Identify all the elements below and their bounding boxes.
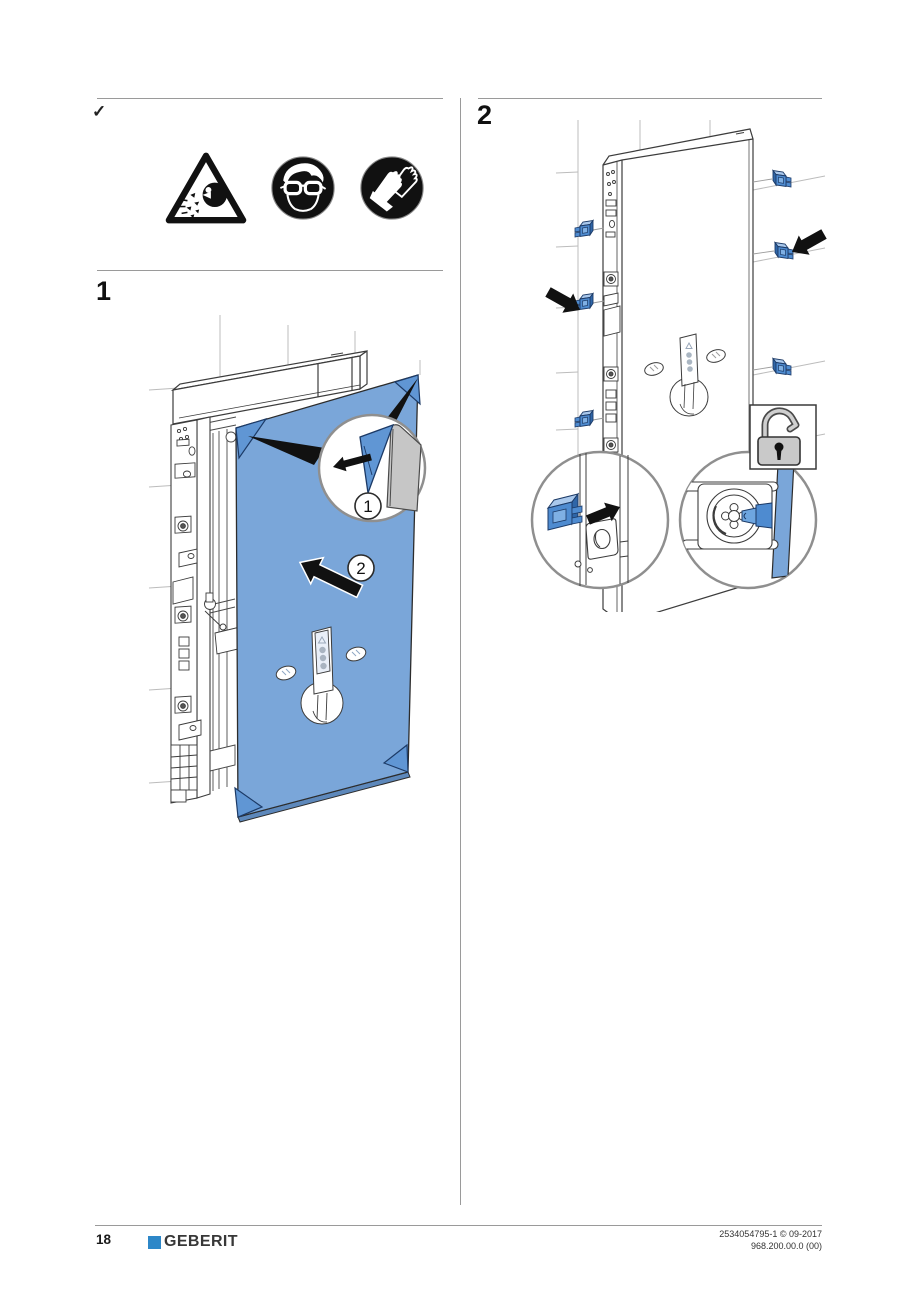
clip-large <box>546 492 583 531</box>
detail-circle-corner: 1 <box>317 413 427 523</box>
geberit-logo-text: GEBERIT <box>164 1233 238 1250</box>
insert-clip-arrow-right <box>792 229 827 255</box>
callout-number-1: 1 <box>363 497 372 516</box>
actuator-strip <box>314 629 331 675</box>
detail-circle-lock-mechanism <box>678 450 818 590</box>
callout-wedge-left <box>248 436 325 465</box>
clips <box>574 170 794 428</box>
mount-panel-arrow <box>298 556 364 599</box>
step-1-label: 1 <box>96 276 112 306</box>
frame-left-rail <box>170 416 241 804</box>
flying-debris-warning-icon <box>165 152 247 224</box>
footer-rule <box>95 1225 822 1226</box>
detail-circle-clip <box>530 450 670 590</box>
column-divider <box>460 98 461 1205</box>
geberit-logo-square <box>148 1235 161 1249</box>
rule-top-right <box>478 98 822 99</box>
frame-base <box>170 744 198 803</box>
remove-arrow <box>333 453 372 472</box>
cistern-box <box>170 349 368 425</box>
eye-protection-icon <box>271 156 335 220</box>
actuator-area <box>644 333 726 417</box>
protective-gloves-icon <box>360 156 424 220</box>
page-number: 18 <box>96 1232 112 1247</box>
step-2-label: 2 <box>477 100 493 130</box>
prerequisite-checkmark: ✓ <box>92 102 107 121</box>
insert-clip-arrow-left <box>545 287 580 313</box>
figure-step-2 <box>530 120 827 612</box>
figure-step-1: 1 2 <box>148 315 427 823</box>
push-clip-arrow <box>586 502 620 525</box>
geberit-logo: GEBERIT <box>148 1233 238 1251</box>
rule-section-1 <box>97 270 443 271</box>
document-references: 2534054795-1 © 09-2017 968.200.00.0 (00) <box>719 1229 822 1252</box>
callout-number-2: 2 <box>356 559 365 578</box>
safety-icons-row <box>165 148 425 228</box>
doc-ref-line2: 968.200.00.0 (00) <box>750 1240 822 1251</box>
callout-wedge-top <box>387 378 418 423</box>
lock-indicator <box>749 404 817 470</box>
rule-top-left <box>97 98 443 99</box>
doc-ref-line1: 2534054795-1 © 09-2017 <box>719 1229 822 1239</box>
padlock-icon <box>757 407 801 466</box>
